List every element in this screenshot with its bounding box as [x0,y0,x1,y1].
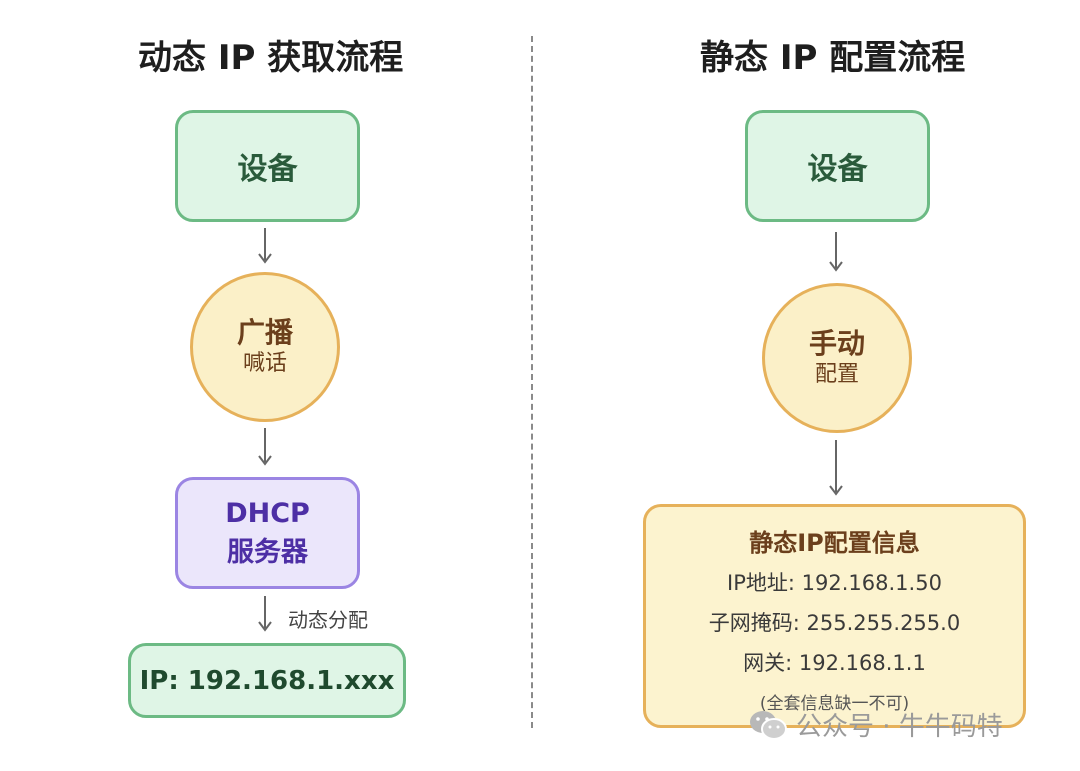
dhcp-label: DHCP [225,497,310,529]
dynamic-assign-label: 动态分配 [288,608,368,632]
broadcast-circle: 广播 喊话 [190,272,340,422]
center-divider [531,36,533,728]
right-device-label: 设备 [807,152,868,187]
wechat-icon [750,710,787,740]
manual-main-label: 手动 [808,326,865,360]
right-arrow-1 [829,232,843,272]
ip-result-box: IP: 192.168.1.xxx [128,643,406,718]
config-gateway: 网关: 192.168.1.1 [743,651,926,675]
left-arrow-1 [258,228,272,264]
broadcast-main-label: 广播 [236,315,293,349]
config-subnet-mask: 子网掩码: 255.255.255.0 [708,611,961,635]
dynamic-ip-title: 动态 IP 获取流程 [138,38,404,78]
left-device-box: 设备 [175,110,360,222]
static-ip-title: 静态 IP 配置流程 [700,38,966,78]
left-arrow-3 [258,596,272,632]
right-device-box: 设备 [745,110,930,222]
manual-sub-label: 配置 [814,361,859,387]
manual-config-circle: 手动 配置 [762,283,912,433]
static-config-info-box: 静态IP配置信息 IP地址: 192.168.1.50 子网掩码: 255.25… [643,504,1026,728]
config-ip-address: IP地址: 192.168.1.50 [727,571,942,595]
left-device-label: 设备 [237,152,298,187]
dhcp-server-box: DHCP 服务器 [175,477,360,589]
left-arrow-2 [258,428,272,466]
watermark-text: 公众号 · 牛牛码特 [796,712,1003,742]
config-heading: 静态IP配置信息 [749,529,920,557]
broadcast-sub-label: 喊话 [242,350,287,376]
ip-result-label: IP: 192.168.1.xxx [139,665,395,696]
config-note: (全套信息缺一不可) [759,694,910,714]
watermark: 公众号 · 牛牛码特 [748,706,1003,743]
dhcp-server-label: 服务器 [227,537,308,568]
right-arrow-2 [829,440,843,496]
